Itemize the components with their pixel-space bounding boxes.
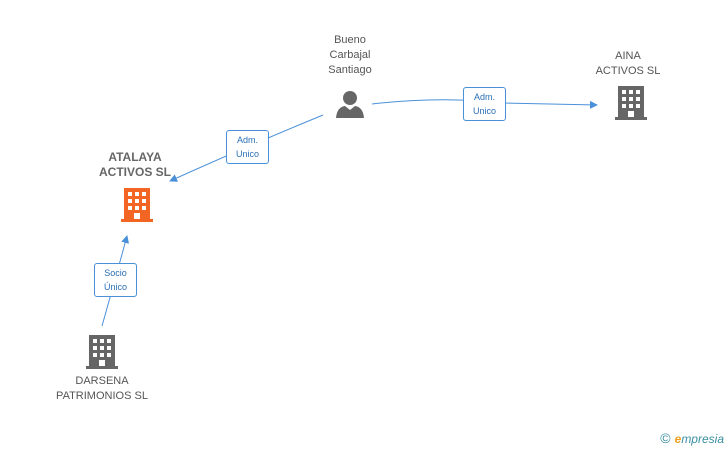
node-label-line: Bueno: [334, 34, 366, 46]
node-label-bueno[interactable]: Bueno Carbajal Santiago: [300, 33, 400, 78]
edge-label-line: Unico: [235, 149, 259, 159]
edge-label-line: Adm.: [236, 135, 258, 145]
building-icon[interactable]: [86, 333, 118, 369]
edge-label-bueno-aina[interactable]: Adm. Unico: [463, 87, 506, 121]
edge-label-darsena-atalaya[interactable]: Socio Único: [94, 263, 137, 297]
node-label-darsena[interactable]: DARSENA PATRIMONIOS SL: [47, 374, 157, 404]
edge-label-line: Unico: [472, 106, 496, 116]
edge-label-bueno-atalaya[interactable]: Adm. Unico: [226, 130, 269, 164]
brand-logo-text: mpresia: [681, 432, 724, 446]
node-label-line: ACTIVOS SL: [595, 65, 661, 77]
edge-label-line: Socio: [104, 268, 127, 278]
node-label-line: Carbajal: [329, 49, 371, 61]
node-label-line: DARSENA: [75, 375, 129, 387]
node-label-aina[interactable]: AINA ACTIVOS SL: [578, 49, 678, 79]
edge-label-line: Adm.: [473, 92, 495, 102]
node-label-atalaya[interactable]: ATALAYA ACTIVOS SL: [85, 150, 185, 180]
node-label-line: AINA: [615, 50, 641, 62]
building-icon-highlighted[interactable]: [121, 186, 153, 222]
brand-footer: ©empresia: [660, 430, 724, 446]
building-icon[interactable]: [615, 84, 647, 120]
person-icon[interactable]: [335, 89, 365, 119]
brand-logo-e: e: [674, 432, 682, 446]
node-label-line: Santiago: [328, 64, 372, 76]
node-label-line: ACTIVOS SL: [98, 165, 171, 179]
node-label-line: ATALAYA: [108, 150, 162, 164]
edge-label-line: Único: [103, 282, 127, 292]
node-label-line: PATRIMONIOS SL: [56, 390, 148, 402]
copyright-icon: ©: [660, 430, 671, 446]
